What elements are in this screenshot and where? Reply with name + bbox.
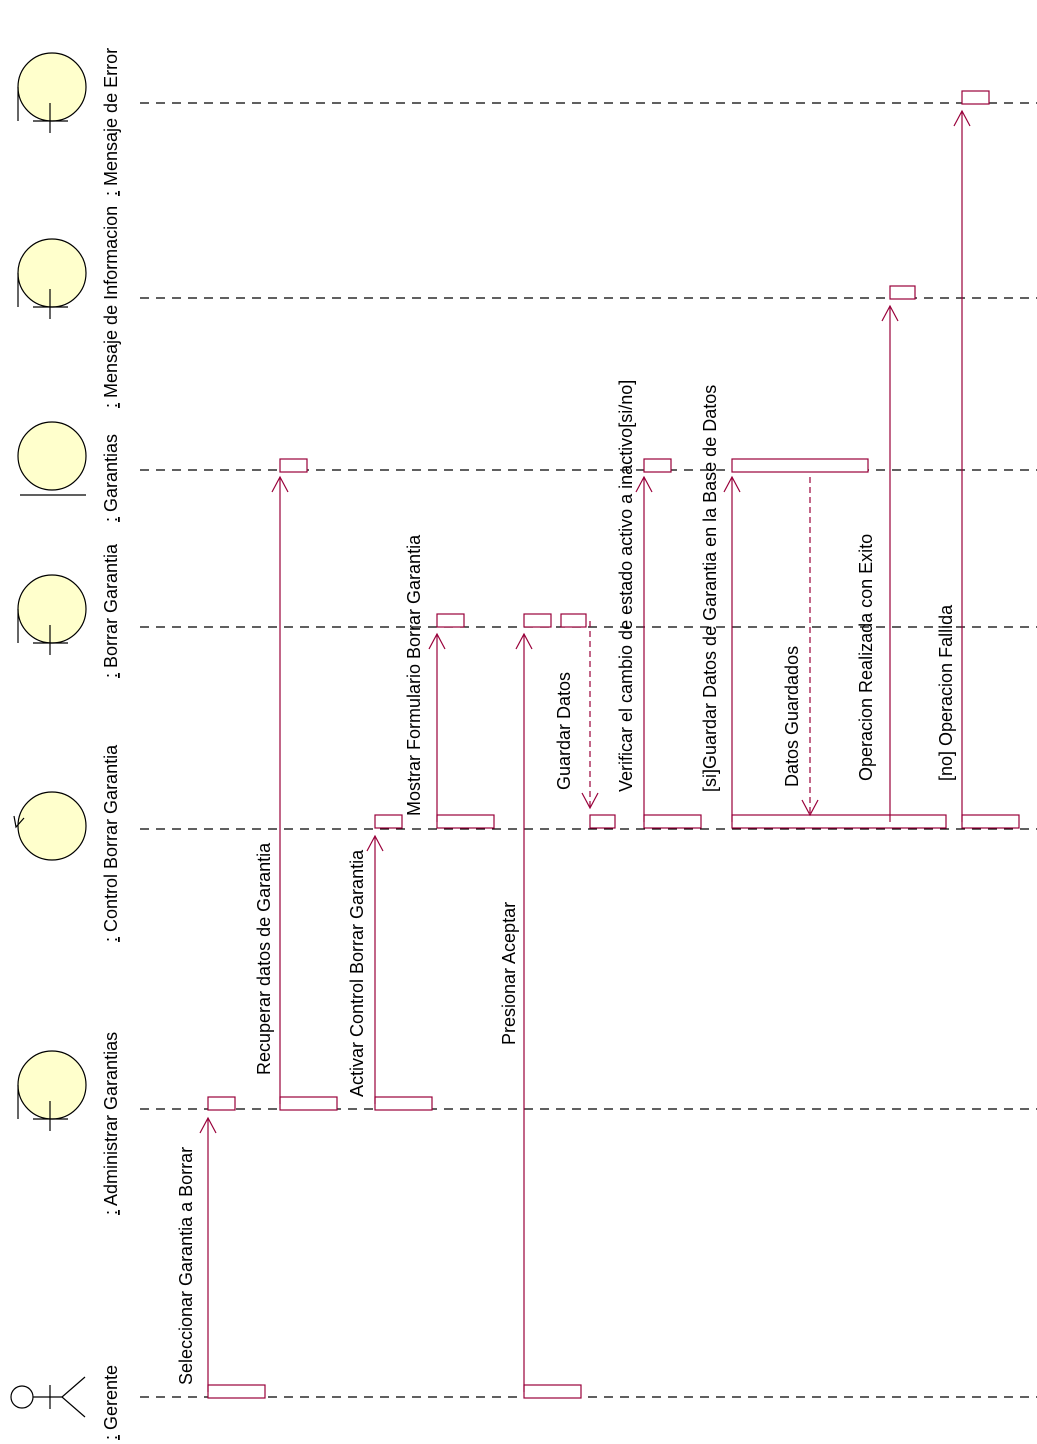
message-arrowhead-icon bbox=[271, 475, 289, 493]
activation-box bbox=[207, 1096, 236, 1111]
message-label: Mostrar Formulario Borrar Garantia bbox=[404, 534, 424, 816]
message-label: Operacion Realizada con Exito bbox=[856, 534, 876, 781]
activation-box bbox=[961, 90, 990, 105]
actor-head-icon bbox=[10, 1385, 34, 1409]
activation-box bbox=[589, 814, 616, 829]
participant-info bbox=[17, 238, 1037, 319]
message-arrowhead-icon bbox=[199, 1116, 217, 1134]
participant-error bbox=[17, 52, 1037, 133]
activation-box bbox=[731, 814, 947, 829]
entity-circle-icon bbox=[17, 421, 87, 491]
message-arrowhead-icon bbox=[723, 475, 741, 493]
participant-label-borrar-part: : bbox=[101, 673, 121, 678]
activation-box bbox=[279, 1096, 338, 1111]
activation-box bbox=[643, 814, 702, 829]
message-label: [no] Operacion Fallida bbox=[936, 604, 956, 781]
participant-label-garantias-part: Garantias bbox=[101, 434, 121, 517]
message-label: Recuperar datos de Garantia bbox=[254, 842, 274, 1075]
message-6: Verificar el cambio de estado activo a i… bbox=[616, 380, 653, 822]
message-label: Presionar Aceptar bbox=[499, 902, 519, 1045]
message-arrowhead-icon bbox=[515, 632, 533, 650]
participant-label-error-part: : bbox=[101, 191, 121, 196]
boundary-icon bbox=[17, 574, 87, 655]
control-icon bbox=[13, 791, 87, 861]
participant-gerente bbox=[10, 1376, 1037, 1418]
participant-control bbox=[13, 791, 1037, 861]
message-label: Activar Control Borrar Garantia bbox=[347, 849, 367, 1097]
message-arrowhead-icon bbox=[953, 109, 971, 127]
boundary-circle-icon bbox=[17, 1050, 87, 1120]
participant-label-gerente-part: : bbox=[101, 1435, 121, 1440]
message-arrowhead-icon bbox=[881, 304, 899, 322]
activation-box bbox=[643, 458, 672, 473]
participant-label-administrar-part: : bbox=[101, 1210, 121, 1215]
message-arrowhead-icon bbox=[581, 792, 599, 810]
message-arrowhead-icon bbox=[428, 632, 446, 650]
activation-box bbox=[436, 814, 495, 829]
boundary-circle-icon bbox=[17, 574, 87, 644]
message-7: [si]Guardar Datos de Garantia en la Base… bbox=[700, 385, 741, 822]
message-arrowhead-icon bbox=[366, 834, 384, 852]
message-2: Activar Control Borrar Garantia bbox=[347, 834, 384, 1104]
message-arrowhead-icon bbox=[801, 799, 819, 817]
message-5: Guardar Datos bbox=[554, 621, 599, 810]
participant-label-borrar: : Borrar Garantia bbox=[101, 543, 121, 678]
message-9: Operacion Realizada con Exito bbox=[856, 304, 899, 822]
participant-label-gerente: : Gerente bbox=[101, 1365, 121, 1440]
participant-label-garantias: : Garantias bbox=[101, 434, 121, 522]
activation-box bbox=[961, 814, 1020, 829]
participant-label-control-part: : bbox=[101, 937, 121, 942]
activation-box bbox=[207, 1384, 266, 1399]
actor-leg-icon bbox=[61, 1376, 86, 1398]
message-label: Guardar Datos bbox=[554, 672, 574, 790]
participant-label-administrar: : Administrar Garantias bbox=[101, 1032, 121, 1215]
boundary-icon bbox=[17, 238, 87, 319]
participant-label-info-part: : bbox=[101, 403, 121, 408]
participant-label-gerente-part: Gerente bbox=[101, 1365, 121, 1435]
activation-box bbox=[279, 458, 308, 473]
actor-icon bbox=[10, 1376, 86, 1418]
participant-label-info-part: Mensaje de Informacion bbox=[101, 206, 121, 403]
message-label: Datos Guardados bbox=[782, 646, 802, 787]
message-arrowhead-icon bbox=[635, 475, 653, 493]
participant-label-control: : Control Borrar Garantia bbox=[101, 744, 121, 942]
boundary-circle-icon bbox=[17, 238, 87, 308]
participant-label-control-part: Control Borrar Garantia bbox=[101, 744, 121, 937]
control-arrow-icon bbox=[13, 815, 25, 829]
control-circle-icon bbox=[17, 791, 87, 861]
message-1: Recuperar datos de Garantia bbox=[254, 475, 289, 1104]
message-10: [no] Operacion Fallida bbox=[936, 109, 971, 822]
message-0: Seleccionar Garantia a Borrar bbox=[176, 1116, 217, 1392]
message-label: Verificar el cambio de estado activo a i… bbox=[616, 380, 636, 792]
activation-box bbox=[731, 458, 869, 473]
activation-box bbox=[523, 613, 552, 628]
message-label: [si]Guardar Datos de Garantia en la Base… bbox=[700, 385, 720, 792]
activation-box bbox=[374, 814, 403, 829]
participant-label-error-part: Mensaje de Error bbox=[101, 48, 121, 191]
boundary-circle-icon bbox=[17, 52, 87, 122]
participant-borrar bbox=[17, 574, 1037, 655]
entity-icon bbox=[17, 421, 87, 496]
participant-label-borrar-part: Borrar Garantia bbox=[101, 543, 121, 673]
message-3: Mostrar Formulario Borrar Garantia bbox=[404, 534, 446, 822]
participant-garantias bbox=[17, 421, 1037, 496]
actor-leg-icon bbox=[61, 1396, 86, 1418]
activation-box bbox=[436, 613, 465, 628]
activation-box bbox=[889, 285, 916, 300]
participant-label-garantias-part: : bbox=[101, 517, 121, 522]
activation-box bbox=[374, 1096, 433, 1111]
message-8: Datos Guardados bbox=[782, 477, 819, 817]
participant-administrar bbox=[17, 1050, 1037, 1131]
activation-box bbox=[523, 1384, 582, 1399]
message-label: Seleccionar Garantia a Borrar bbox=[176, 1147, 196, 1385]
boundary-icon bbox=[17, 1050, 87, 1131]
boundary-icon bbox=[17, 52, 87, 133]
participant-label-error: : Mensaje de Error bbox=[101, 48, 121, 196]
activation-box bbox=[560, 613, 587, 628]
message-4: Presionar Aceptar bbox=[499, 632, 533, 1392]
participant-label-info: : Mensaje de Informacion bbox=[101, 206, 121, 408]
participant-label-administrar-part: Administrar Garantias bbox=[101, 1032, 121, 1210]
